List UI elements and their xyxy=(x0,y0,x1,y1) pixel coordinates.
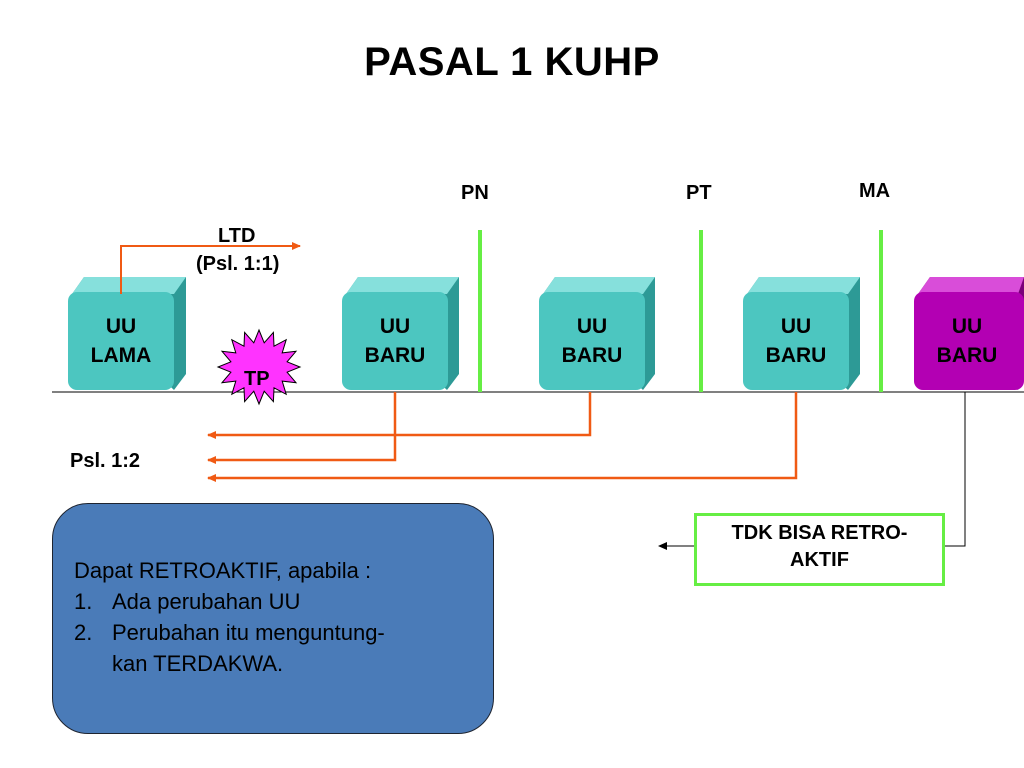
retroactive-rule-text: Dapat RETROAKTIF, apabila : 1. Ada perub… xyxy=(74,555,385,679)
law-box-text-3-line2: BARU xyxy=(765,344,827,367)
tp-starburst xyxy=(216,328,302,406)
law-box-text-2-line2: BARU xyxy=(561,344,623,367)
rule-item-1-num: 1. xyxy=(74,589,93,614)
rule-heading: Dapat RETROAKTIF, apabila : xyxy=(74,558,372,583)
law-box-uu-baru-2 xyxy=(539,277,655,390)
law-box-text-2: UU BARU xyxy=(539,312,645,370)
law-box-text-4-line2: BARU xyxy=(936,344,998,367)
rule-item-1: 1. Ada perubahan UU xyxy=(74,586,385,617)
ltd-arrow xyxy=(120,242,301,294)
no-retro-box xyxy=(694,513,945,586)
law-box-text-0-line1: UU xyxy=(105,315,137,338)
law-box-text-3: UU BARU xyxy=(743,312,849,370)
rule-item-2: 2. Perubahan itu menguntung- xyxy=(74,617,385,648)
rule-item-2-indent xyxy=(74,648,112,679)
retro-arrow-1 xyxy=(207,392,592,439)
law-box-uu-baru-1 xyxy=(342,277,459,390)
law-box-text-0: UU LAMA xyxy=(68,312,174,370)
no-retro-text-line2: AKTIF xyxy=(790,549,849,571)
no-retro-text: TDK BISA RETRO- AKTIF xyxy=(694,520,945,574)
ltd-label-line2: (Psl. 1:1) xyxy=(196,253,280,275)
law-box-uu-baru-4 xyxy=(914,277,1024,390)
rule-item-2-cont-text: kan TERDAKWA. xyxy=(112,651,284,676)
rule-item-2-text: Perubahan itu menguntung- xyxy=(112,620,385,645)
ltd-label-line1: LTD xyxy=(218,225,256,247)
law-box-uu-baru-3 xyxy=(743,277,860,390)
slide-title: PASAL 1 KUHP xyxy=(364,40,660,84)
rule-item-1-text: Ada perubahan UU xyxy=(112,589,301,614)
law-box-text-0-line2: LAMA xyxy=(90,344,152,367)
law-box-text-3-line1: UU xyxy=(780,315,812,338)
tp-label: TP xyxy=(244,368,270,390)
law-box-uu-lama xyxy=(68,277,186,390)
retro-arrow-2 xyxy=(207,392,397,464)
law-box-text-2-line1: UU xyxy=(576,315,608,338)
ltd-label: LTD (Psl. 1:1) xyxy=(196,222,311,278)
court-label-pt: PT xyxy=(686,182,712,204)
law-box-text-4: UU BARU xyxy=(914,312,1020,370)
law-box-text-1: UU BARU xyxy=(342,312,448,370)
court-label-ma: MA xyxy=(859,180,891,202)
rule-item-2-num: 2. xyxy=(74,620,93,645)
law-box-text-4-line1: UU xyxy=(951,315,983,338)
rule-item-2-continued: kan TERDAKWA. xyxy=(74,648,385,679)
psl-1-2-label: Psl. 1:2 xyxy=(70,450,141,472)
court-label-pn: PN xyxy=(461,182,489,204)
retro-arrow-3 xyxy=(207,392,798,482)
law-box-text-1-line2: BARU xyxy=(364,344,426,367)
law-box-text-1-line1: UU xyxy=(379,315,411,338)
retroactive-rule-box xyxy=(52,503,494,734)
no-retro-text-line1: TDK BISA RETRO- xyxy=(731,522,908,544)
